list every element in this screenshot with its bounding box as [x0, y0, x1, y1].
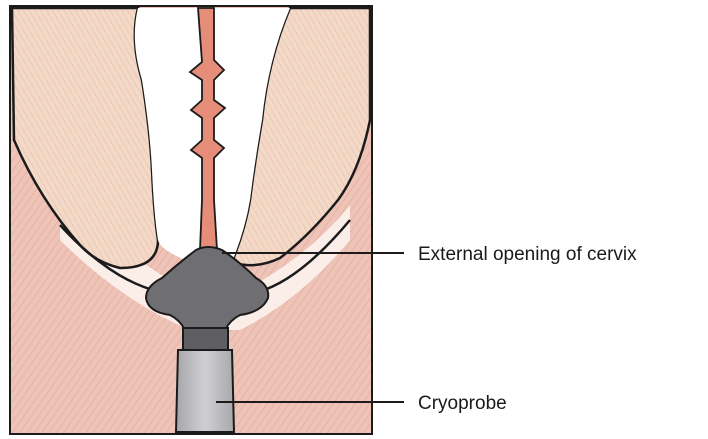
- cryoprobe-shaft: [176, 350, 234, 432]
- cervix-opening-label: External opening of cervix: [418, 244, 637, 265]
- cryoprobe-label: Cryoprobe: [418, 393, 507, 414]
- cryoprobe-neck: [183, 328, 228, 352]
